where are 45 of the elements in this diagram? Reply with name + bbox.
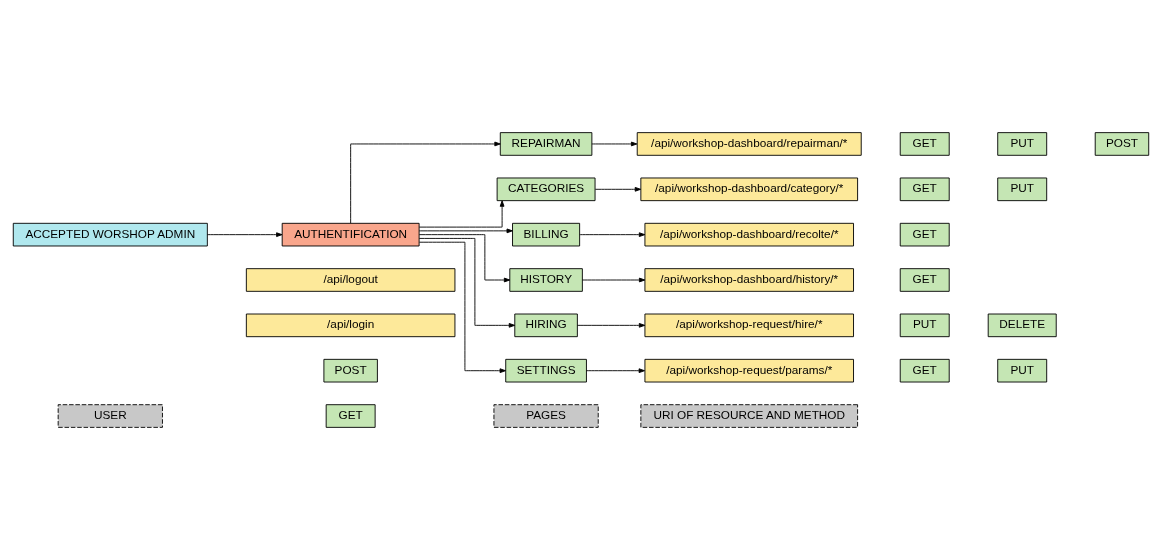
node-box: /api/login <box>245 313 456 338</box>
node-box: PAGES <box>493 404 599 428</box>
node-box: DELETE <box>987 313 1057 338</box>
node-box: GET <box>899 358 950 383</box>
arrow <box>594 186 642 192</box>
node-box: REPAIRMAN <box>499 132 593 156</box>
node-box: PUT <box>997 358 1048 383</box>
arrow <box>418 234 511 283</box>
node-box: GET <box>325 404 376 428</box>
node-box: POST <box>1094 132 1150 156</box>
arrow <box>586 368 645 374</box>
arrow <box>418 228 513 234</box>
node-box: /api/workshop-dashboard/category/* <box>640 177 859 202</box>
arrow <box>206 232 283 237</box>
node-box: AUTHENTIFICATION <box>281 222 420 247</box>
arrow <box>581 277 646 283</box>
node-box: /api/workshop-dashboard/recolte/* <box>644 222 854 247</box>
node-box: /api/workshop-dashboard/repairman/* <box>636 132 862 156</box>
node-box: HISTORY <box>509 268 583 292</box>
arrow <box>579 232 646 237</box>
node-box: URI OF RESOURCE AND METHOD <box>640 404 859 428</box>
arrow <box>591 141 638 147</box>
node-box: /api/workshop-dashboard/history/* <box>644 268 854 292</box>
arrow <box>350 141 501 224</box>
node-box: HIRING <box>514 313 578 338</box>
node-box: SETTINGS <box>505 358 587 383</box>
arrow <box>418 241 506 374</box>
node-box: GET <box>899 268 950 292</box>
node-box: PUT <box>997 177 1048 202</box>
node-box: /api/workshop-request/params/* <box>644 358 854 383</box>
node-box: POST <box>323 358 378 383</box>
node-box: BILLING <box>512 222 581 247</box>
arrow <box>418 238 516 328</box>
node-box: GET <box>899 132 950 156</box>
node-box: /api/workshop-request/hire/* <box>644 313 854 338</box>
node-box: PUT <box>997 132 1048 156</box>
node-box: GET <box>899 177 950 202</box>
node-box: /api/logout <box>245 268 456 292</box>
node-box: PUT <box>899 313 950 338</box>
node-box: GET <box>899 222 950 247</box>
node-box: ACCEPTED WORSHOP ADMIN <box>12 222 208 247</box>
node-box: CATEGORIES <box>496 177 596 202</box>
arrow <box>418 200 505 228</box>
node-box: USER <box>57 404 163 428</box>
arrow <box>576 323 646 328</box>
